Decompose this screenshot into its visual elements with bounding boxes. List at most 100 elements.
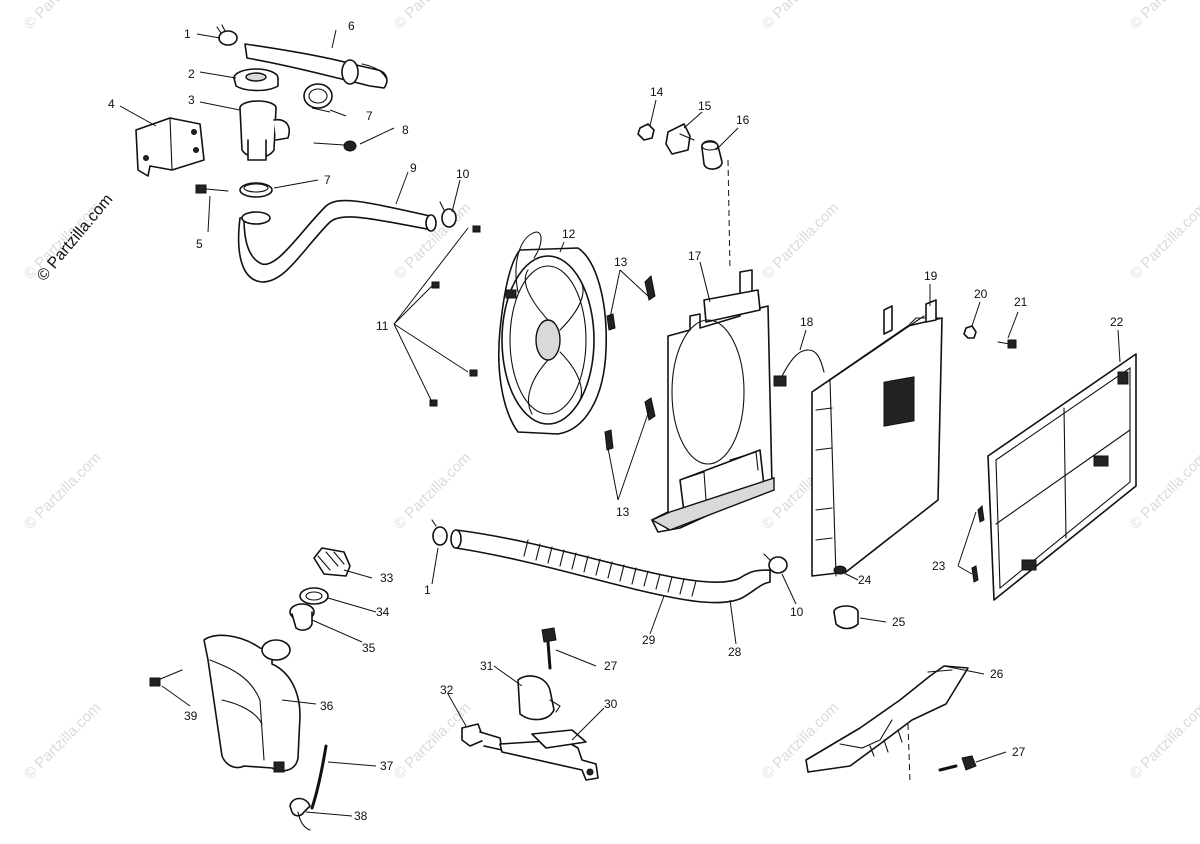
mount-dashed-line-2 bbox=[907, 723, 911, 783]
part-16-spacer[interactable] bbox=[701, 140, 723, 170]
watermark-3-3: © Partzilla.com bbox=[1127, 699, 1200, 782]
watermark-0-0: © Partzilla.com bbox=[21, 0, 104, 33]
overflow-bottle-group bbox=[149, 547, 351, 831]
part-32-bolt[interactable] bbox=[461, 723, 503, 751]
part-8-screw[interactable] bbox=[313, 140, 357, 152]
part-31-strap[interactable] bbox=[517, 675, 561, 721]
part-5-bolt[interactable] bbox=[195, 184, 229, 194]
part-13-clips[interactable] bbox=[604, 274, 656, 451]
callout-29: 29 bbox=[642, 633, 656, 647]
callout-35: 35 bbox=[362, 641, 376, 655]
callout-10-upper: 10 bbox=[456, 167, 470, 181]
watermark-0-3: © Partzilla.com bbox=[1127, 0, 1200, 33]
part-3-filler-neck[interactable] bbox=[239, 100, 290, 161]
part-9-hose[interactable] bbox=[237, 199, 437, 283]
callout-27-upper: 27 bbox=[604, 659, 618, 673]
part-10-clamp-lower[interactable] bbox=[763, 553, 788, 574]
callout-33: 33 bbox=[380, 571, 394, 585]
callout-28: 28 bbox=[728, 645, 742, 659]
part-4-bracket[interactable] bbox=[135, 117, 205, 177]
part-26-skid-bracket[interactable] bbox=[805, 665, 969, 773]
callout-38: 38 bbox=[354, 809, 368, 823]
callout-16: 16 bbox=[736, 113, 750, 127]
callout-27-lower: 27 bbox=[1012, 745, 1026, 759]
callout-32: 32 bbox=[440, 683, 454, 697]
fan-group bbox=[429, 225, 656, 451]
part-34-gasket[interactable] bbox=[299, 587, 329, 605]
bracket-group bbox=[461, 627, 599, 781]
watermark-0-1: © Partzilla.com bbox=[391, 0, 474, 33]
part-30-bracket[interactable] bbox=[499, 729, 599, 781]
callout-17: 17 bbox=[688, 249, 702, 263]
part-10-clamp-upper[interactable] bbox=[439, 201, 457, 228]
callout-13-upper: 13 bbox=[614, 255, 628, 269]
part-35-neck-adapter[interactable] bbox=[289, 603, 315, 631]
part-7-clamp-lower[interactable] bbox=[239, 182, 273, 198]
callout-14: 14 bbox=[650, 85, 664, 99]
callout-1: 1 bbox=[184, 27, 191, 41]
watermark-3-2: © Partzilla.com bbox=[759, 699, 842, 782]
part-17-shroud[interactable] bbox=[650, 269, 775, 533]
callout-21: 21 bbox=[1014, 295, 1028, 309]
part-39-screw[interactable] bbox=[149, 669, 183, 687]
callout-24: 24 bbox=[858, 573, 872, 587]
part-14-nut[interactable] bbox=[637, 123, 655, 141]
callout-39: 39 bbox=[184, 709, 198, 723]
part-22-screen[interactable] bbox=[987, 353, 1137, 601]
part-6-upper-hose[interactable] bbox=[244, 43, 388, 89]
lower-right-group bbox=[805, 665, 977, 783]
callout-13-lower: 13 bbox=[616, 505, 630, 519]
part-19-radiator[interactable] bbox=[811, 299, 943, 577]
watermark-1-3: © Partzilla.com bbox=[1127, 199, 1200, 282]
callout-26: 26 bbox=[990, 667, 1004, 681]
part-12-fan-assembly[interactable] bbox=[498, 231, 608, 435]
callout-4: 4 bbox=[108, 97, 115, 111]
part-25-plug[interactable] bbox=[833, 605, 859, 630]
callout-8: 8 bbox=[402, 123, 409, 137]
watermark-3-0: © Partzilla.com bbox=[21, 699, 104, 782]
part-23-clips[interactable] bbox=[971, 504, 985, 583]
part-37-tube[interactable] bbox=[310, 744, 328, 810]
part-18-sensor-wire[interactable] bbox=[773, 349, 825, 387]
callout-31: 31 bbox=[480, 659, 494, 673]
upper-hose-group bbox=[135, 24, 457, 283]
callout-30: 30 bbox=[604, 697, 618, 711]
callout-25: 25 bbox=[892, 615, 906, 629]
callout-11: 11 bbox=[376, 319, 389, 333]
watermark-2-0: © Partzilla.com bbox=[21, 449, 104, 532]
part-29-lower-hose[interactable] bbox=[450, 529, 771, 604]
part-7-clamp-upper[interactable] bbox=[303, 83, 333, 109]
callout-12: 12 bbox=[562, 227, 576, 241]
part-33-bottle-cap[interactable] bbox=[313, 547, 351, 577]
callout-5: 5 bbox=[196, 237, 203, 251]
part-20-nut[interactable] bbox=[963, 325, 977, 339]
part-21-bolt[interactable] bbox=[997, 339, 1017, 349]
callout-20: 20 bbox=[974, 287, 988, 301]
callout-7-upper: 7 bbox=[366, 109, 373, 123]
callout-23: 23 bbox=[932, 559, 946, 573]
part-11-fasteners[interactable] bbox=[429, 225, 481, 407]
watermark-3-1: © Partzilla.com bbox=[391, 699, 474, 782]
part-1-clamp-lower[interactable] bbox=[431, 519, 448, 546]
lower-hose-group bbox=[431, 519, 788, 604]
callout-10-lower: 10 bbox=[790, 605, 804, 619]
part-36-overflow-bottle[interactable] bbox=[203, 634, 301, 773]
callout-1-lower: 1 bbox=[424, 583, 431, 597]
callout-7-lower: 7 bbox=[324, 173, 331, 187]
watermark-1-2: © Partzilla.com bbox=[759, 199, 842, 282]
part-27-bolt-lower[interactable] bbox=[938, 755, 977, 772]
part-38-tube-clamp[interactable] bbox=[289, 797, 311, 831]
leader-lines bbox=[119, 29, 1121, 817]
part-15-grommet[interactable] bbox=[665, 123, 695, 155]
callout-34: 34 bbox=[376, 605, 390, 619]
callout-9: 9 bbox=[410, 161, 417, 175]
callout-labels: 1 2 3 4 5 6 7 7 8 9 10 11 12 13 13 14 15… bbox=[108, 19, 1124, 823]
watermark-2-3: © Partzilla.com bbox=[1127, 449, 1200, 532]
callout-3: 3 bbox=[188, 93, 195, 107]
part-27-bolt-upper[interactable] bbox=[541, 627, 557, 670]
part-2-radiator-cap[interactable] bbox=[233, 68, 279, 92]
part-1-clamp[interactable] bbox=[216, 24, 238, 46]
mount-dashed-line bbox=[727, 159, 731, 271]
callout-15: 15 bbox=[698, 99, 712, 113]
